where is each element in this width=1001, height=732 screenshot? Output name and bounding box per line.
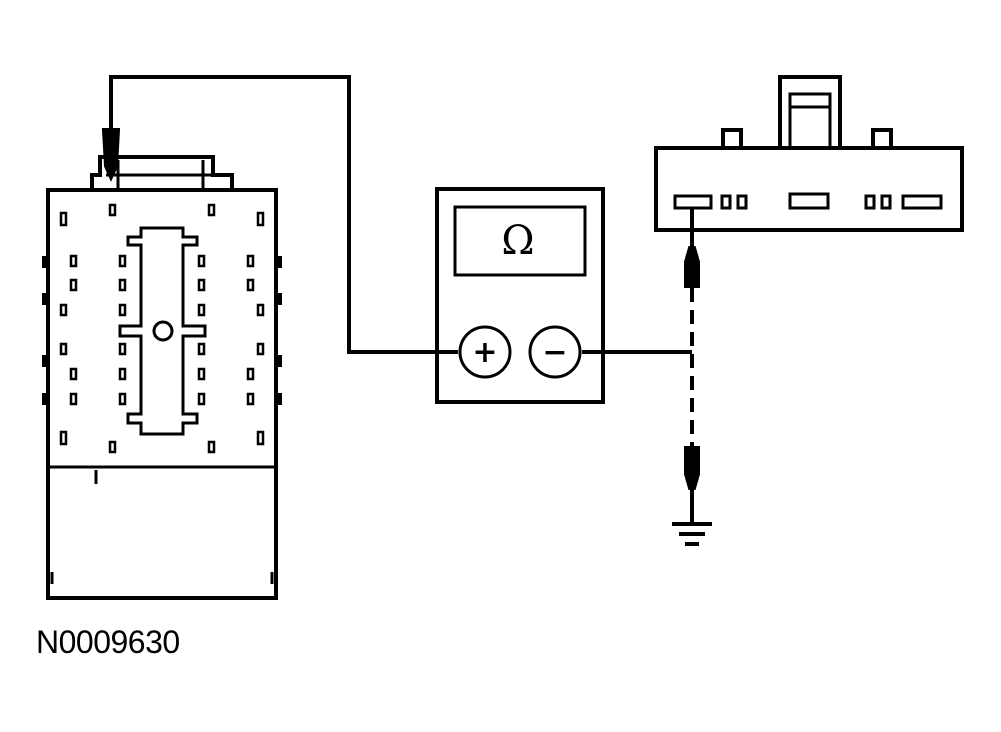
probe-module-icon xyxy=(684,246,700,288)
ohm-symbol: Ω xyxy=(501,218,534,264)
connector-module xyxy=(42,155,282,600)
negative-terminal[interactable] xyxy=(528,325,582,379)
ohmmeter xyxy=(435,187,605,404)
figure-id-label: N0009630 xyxy=(36,624,180,660)
control-module xyxy=(654,75,964,232)
minus-sign: − xyxy=(542,335,567,370)
terminal-slots xyxy=(59,203,265,454)
positive-lead-wire xyxy=(109,75,458,354)
ground-icon xyxy=(672,522,712,546)
positive-terminal[interactable] xyxy=(458,325,512,379)
probe-ground-icon xyxy=(684,446,700,490)
plus-sign: + xyxy=(472,335,497,370)
module-slots xyxy=(673,192,943,210)
probe-connector-icon xyxy=(101,128,121,182)
